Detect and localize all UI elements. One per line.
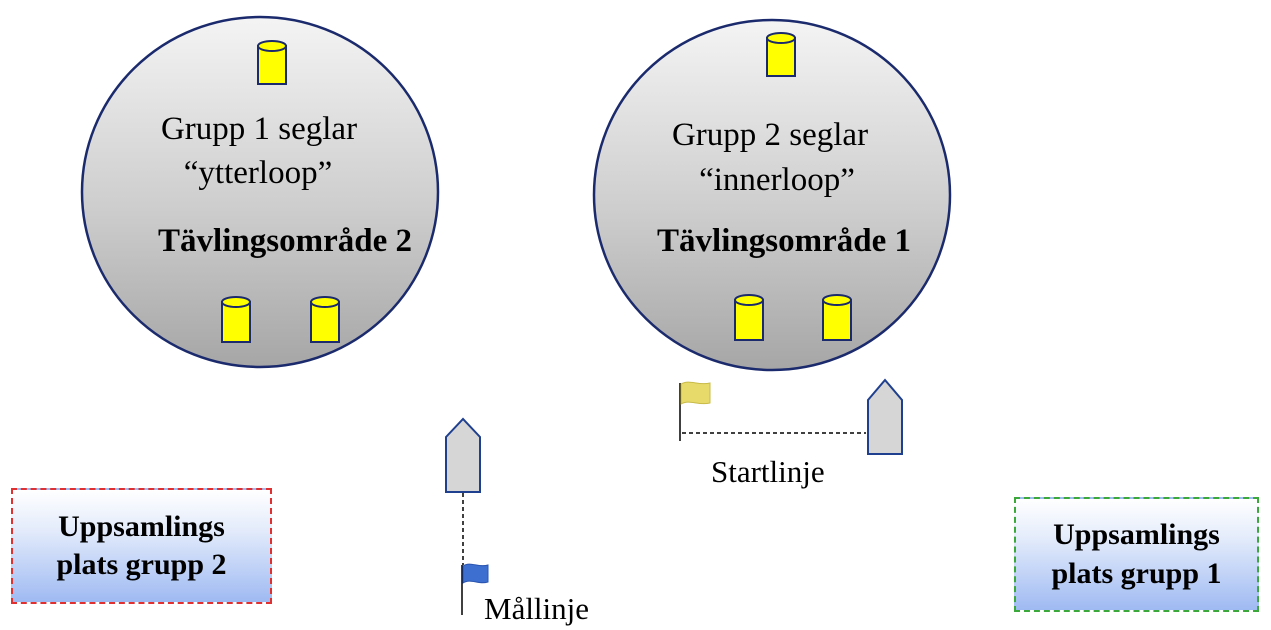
gathering-area-group-1-line2: plats grupp 1 xyxy=(1051,556,1222,590)
gathering-area-group-2-line2: plats grupp 2 xyxy=(56,548,227,581)
race-area-1-circle xyxy=(592,18,952,372)
buoy-icon xyxy=(221,296,251,343)
finish-flag-icon xyxy=(462,563,489,584)
area-2-group-text: Grupp 1 seglar xyxy=(160,111,358,147)
buoy-icon xyxy=(822,294,852,341)
buoy-icon xyxy=(734,294,764,341)
committee-boat-icon xyxy=(867,378,903,455)
gathering-area-group-1-line1: Uppsamlings xyxy=(1053,518,1220,552)
start-line-label: Startlinje xyxy=(711,454,825,489)
area-2-title: Tävlingsområde 2 xyxy=(158,223,412,259)
finish-boat-icon xyxy=(445,417,481,493)
buoy-icon xyxy=(310,296,340,343)
area-1-loop-text: “innerloop” xyxy=(699,162,855,198)
finish-line-label: Mållinje xyxy=(484,591,590,626)
area-1-group-text: Grupp 2 seglar xyxy=(671,117,869,153)
area-1-title: Tävlingsområde 1 xyxy=(657,223,911,259)
buoy-icon xyxy=(766,32,796,77)
gathering-area-group-2-line1: Uppsamlings xyxy=(58,509,225,543)
gathering-area-group-2: Uppsamlings plats grupp 2 xyxy=(11,488,272,604)
start-flag-icon xyxy=(680,381,711,405)
race-area-2-circle xyxy=(80,15,440,369)
buoy-icon xyxy=(257,40,287,85)
gathering-area-group-1: Uppsamlings plats grupp 1 xyxy=(1014,497,1259,612)
area-2-loop-text: “ytterloop” xyxy=(183,155,333,191)
